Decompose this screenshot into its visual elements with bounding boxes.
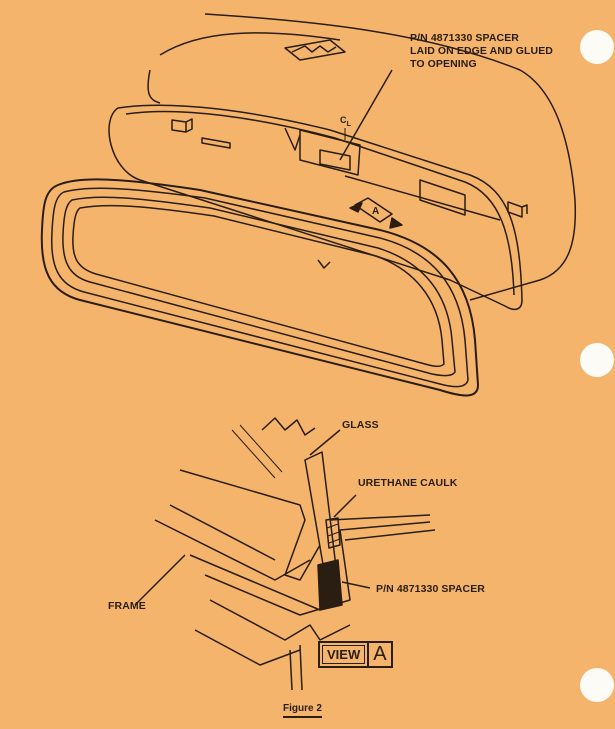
centerline-label: CL (340, 114, 351, 131)
caulk-label: URETHANE CAULK (358, 477, 458, 489)
binder-hole (580, 30, 614, 64)
view-a-box: VIEW A (318, 641, 393, 668)
frame-label: FRAME (108, 600, 146, 612)
glass-label: GLASS (342, 419, 379, 431)
binder-hole (580, 668, 614, 702)
spacer-top-line1: P/N 4871330 SPACER (410, 32, 519, 44)
view-letter: A (367, 643, 390, 666)
centerline-c: C (340, 115, 347, 125)
spacer-top-line2: LAID ON EDGE AND GLUED (410, 45, 553, 57)
binder-hole (580, 343, 614, 377)
view-marker-label: A (372, 206, 380, 217)
spacer-top-line3: TO OPENING (410, 58, 477, 70)
spacer-top-label: P/N 4871330 SPACER LAID ON EDGE AND GLUE… (410, 32, 553, 71)
spacer-bottom-label: P/N 4871330 SPACER (376, 583, 485, 595)
figure-caption: Figure 2 (283, 703, 322, 718)
view-word: VIEW (322, 645, 366, 664)
centerline-l: L (346, 120, 351, 128)
